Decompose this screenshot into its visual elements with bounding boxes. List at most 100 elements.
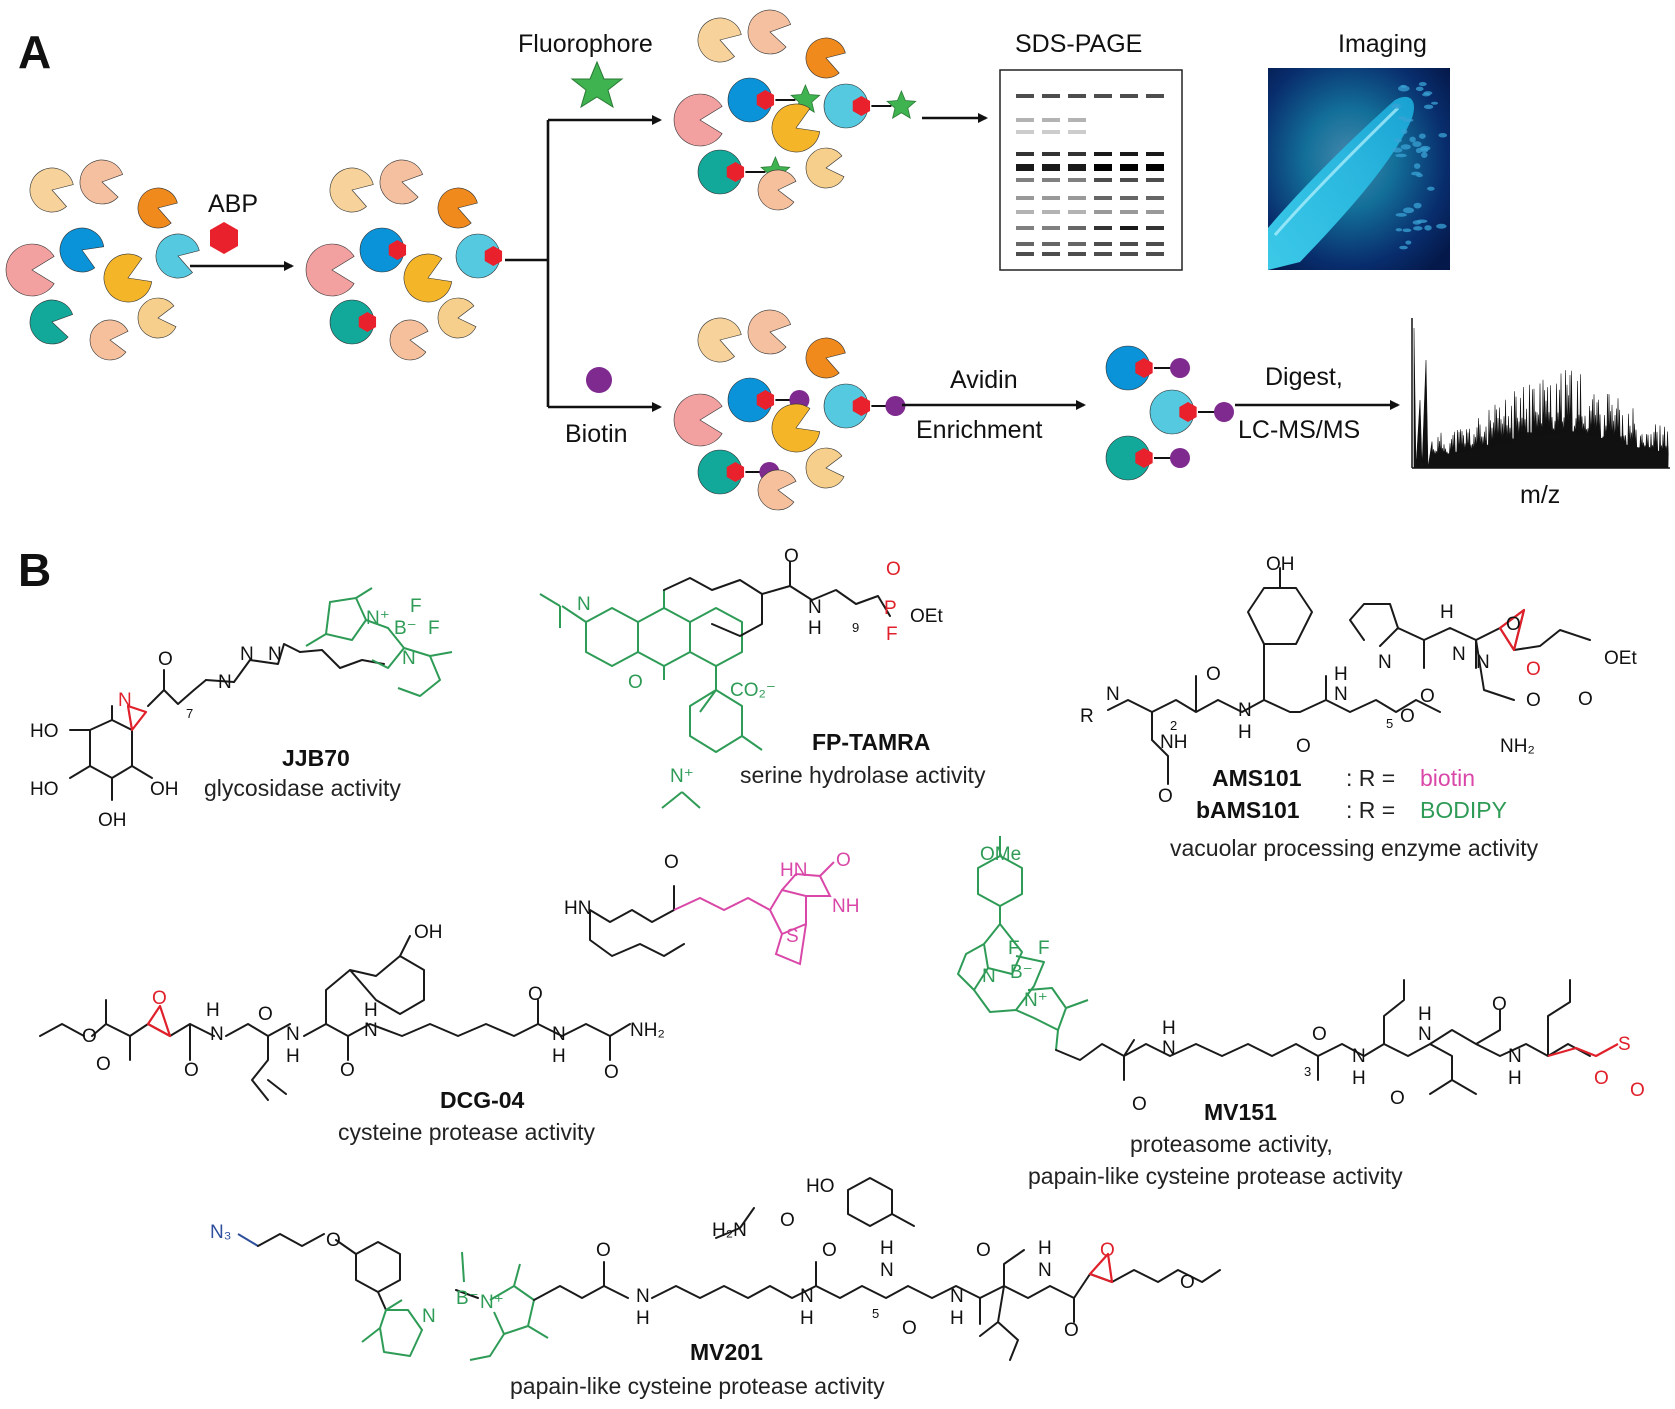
mv151-n-plus: N⁺: [1024, 990, 1048, 1011]
cell-speck: [1436, 223, 1447, 229]
gel-band: [1146, 178, 1164, 182]
gel-band: [1068, 94, 1086, 98]
gel-band: [1120, 178, 1138, 182]
gel-band: [1016, 242, 1034, 246]
jjb70-f2: F: [428, 618, 440, 639]
ams101-structure: [1107, 567, 1591, 785]
mv151-h1: H: [1162, 1018, 1176, 1039]
gel-band: [1146, 164, 1164, 171]
fluorophore-label: Fluorophore: [518, 30, 653, 58]
enzyme-icon: [673, 93, 723, 147]
mv151-n3: N: [1352, 1046, 1366, 1067]
dcg04-nh2: NH₂: [630, 1020, 665, 1041]
gel-band: [1042, 152, 1060, 156]
abp-hexagon-icon: [1179, 402, 1197, 422]
mv151-chain-3: 3: [1304, 1064, 1311, 1079]
cell-speck: [1431, 101, 1439, 105]
gel-band: [1016, 130, 1034, 134]
dcg04-o5: O: [528, 984, 543, 1005]
lcms-label: LC-MS/MS: [1238, 416, 1360, 444]
enzyme-icon: [155, 233, 200, 279]
enzyme-icon: [757, 469, 797, 511]
dcg04-biotin-s: S: [786, 926, 799, 947]
mv201-o-amide: O: [780, 1210, 795, 1231]
ams101-o2: O: [1296, 736, 1311, 757]
ams101-nh2-amide: NH₂: [1500, 736, 1535, 757]
digest-label: Digest,: [1265, 363, 1343, 391]
mass-spectrum: [1411, 318, 1670, 469]
jjb70-ho2: HO: [30, 779, 59, 800]
mv151-o-s2: O: [1630, 1080, 1645, 1101]
dcg04-o6: O: [604, 1062, 619, 1083]
mv201-n4: N: [880, 1260, 894, 1281]
gel-band: [1042, 118, 1060, 122]
gel-band: [1146, 94, 1164, 98]
enzyme-icon: [5, 243, 55, 297]
gel-band: [1016, 196, 1034, 200]
mv151-ome: OMe: [980, 844, 1021, 865]
mv201-n3-amide: N: [800, 1286, 814, 1307]
cell-speck: [1399, 245, 1408, 250]
mv201-structure: [237, 1177, 1221, 1361]
ams101-n-hz1: N: [1452, 644, 1466, 665]
jjb70-name: JJB70: [282, 745, 350, 771]
cell-speck: [1415, 147, 1422, 154]
gel-band: [1068, 210, 1086, 214]
biotin-dot-icon: [1214, 402, 1234, 422]
gel-band: [1120, 242, 1138, 246]
gel-band: [1016, 164, 1034, 171]
imaging-label: Imaging: [1338, 30, 1427, 58]
avidin-label: Avidin: [950, 366, 1018, 394]
fp-tamra-f: F: [886, 624, 898, 645]
mv201-o-epox: O: [1100, 1240, 1115, 1261]
mv201-o5: O: [1064, 1320, 1079, 1341]
cell-speck: [1392, 147, 1403, 153]
fp-tamra-structure: [539, 561, 891, 809]
abp-hexagon-icon: [726, 462, 745, 482]
panel-a-label: A: [18, 26, 51, 78]
mv151-o2: O: [1312, 1024, 1327, 1045]
cell-speck: [1402, 118, 1414, 122]
gel-band: [1146, 196, 1164, 200]
mv201-h4: H: [880, 1238, 894, 1259]
cell-speck: [1400, 84, 1407, 88]
dcg04-n2: N: [286, 1024, 300, 1045]
enzyme-icon: [805, 147, 845, 189]
abp-hexagon-icon: [852, 96, 871, 116]
cell-speck: [1423, 104, 1434, 110]
enzyme-icon: [103, 253, 153, 303]
ams101-n3: N: [1334, 684, 1348, 705]
fp-tamra-nh: N: [808, 597, 822, 618]
fp-tamra-oet: OEt: [910, 606, 943, 627]
mv201-h5: H: [950, 1308, 964, 1329]
ams101-h3: H: [1334, 664, 1348, 685]
gel-band: [1042, 178, 1060, 182]
enzyme-icon: [29, 167, 74, 213]
cell-speck: [1412, 141, 1422, 147]
gel-band: [1094, 196, 1112, 200]
ams101-nh2: NH: [1160, 732, 1187, 753]
cell-speck: [1400, 144, 1411, 150]
mv201-o2: O: [822, 1240, 837, 1261]
enzyme-icon: [673, 393, 723, 447]
abp-hexagon-icon: [1135, 358, 1153, 378]
ams101-h-hz: H: [1440, 602, 1454, 623]
gel-band: [1146, 242, 1164, 246]
gel-band: [1068, 196, 1086, 200]
mv201-h2: H: [636, 1308, 650, 1329]
mv201-h6: H: [1038, 1238, 1052, 1259]
fp-tamra-activity: serine hydrolase activity: [740, 762, 986, 788]
cell-speck: [1438, 132, 1448, 138]
mv151-f2: F: [1038, 938, 1050, 959]
gel-band: [1068, 152, 1086, 156]
gel-band: [1042, 196, 1060, 200]
cell-speck: [1402, 228, 1412, 233]
gel-band: [1068, 118, 1086, 122]
mv201-o-ether: O: [326, 1230, 341, 1251]
gel-band: [1068, 242, 1086, 246]
fp-tamra-o: O: [784, 546, 799, 567]
gel-band: [1016, 226, 1034, 230]
enzyme-icon: [697, 317, 742, 363]
mv201-ho: HO: [806, 1176, 835, 1197]
enzyme-pool-fluorescent: [673, 9, 917, 211]
